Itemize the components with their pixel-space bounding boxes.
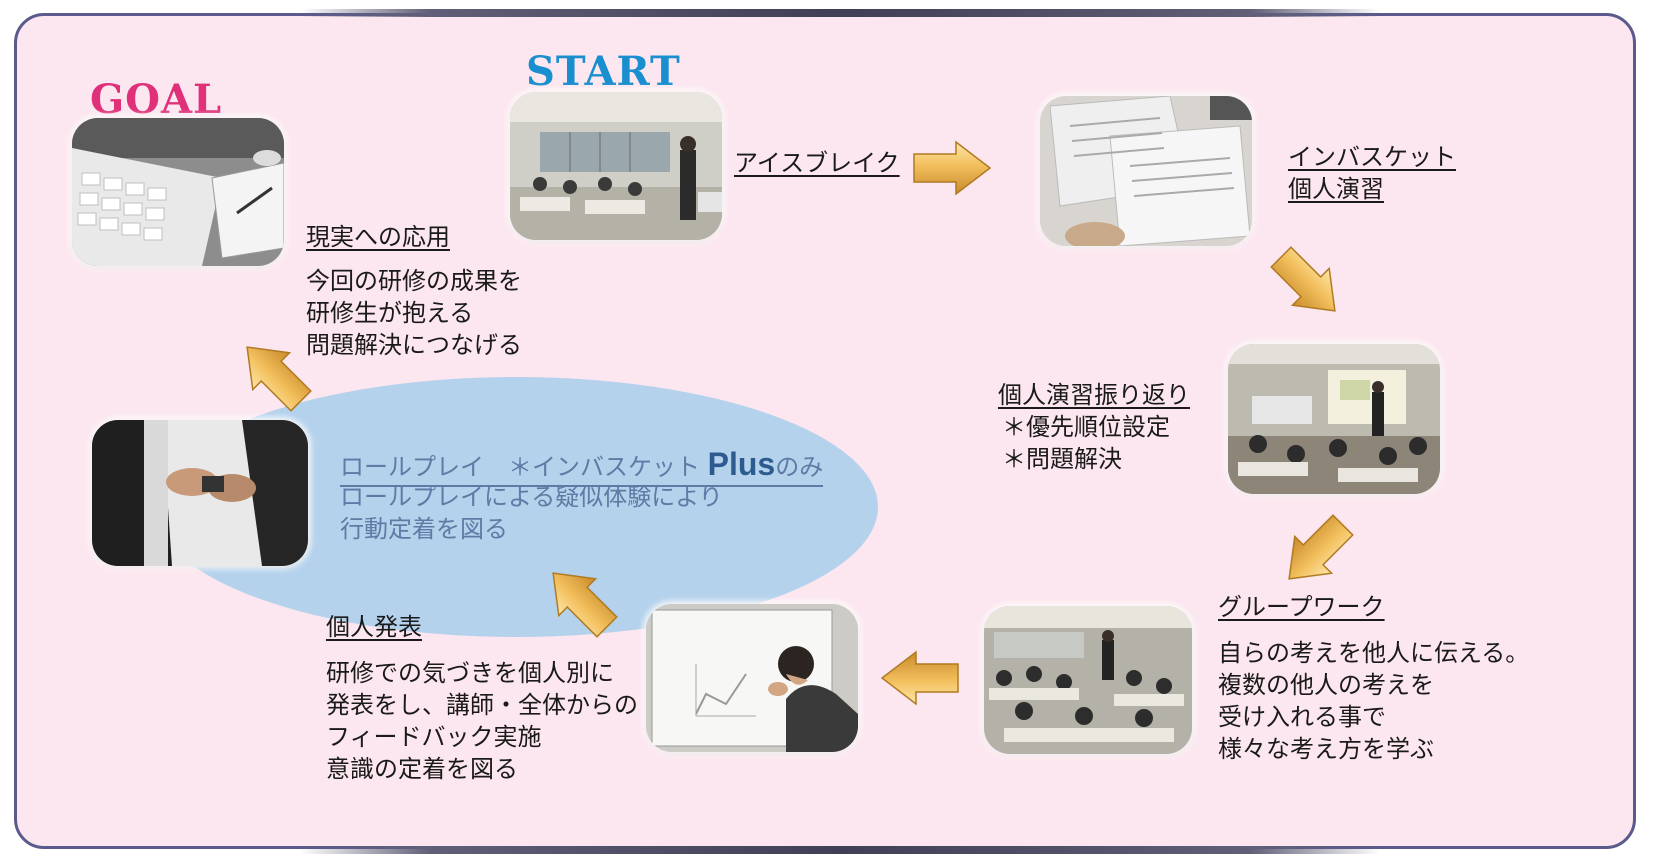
review-line2: ＊問題解決 [1002,442,1122,476]
application-line1: 今回の研修の成果を [306,264,522,298]
review-line1: ＊優先順位設定 [1002,410,1170,444]
documents-photo-icon [1040,96,1252,246]
roleplay-title-prefix: ロールプレイ ＊インバスケット [340,453,708,481]
top-decorative-bar [300,9,1380,17]
groupwork-line2: 複数の他人の考えを [1218,668,1434,702]
bottom-decorative-bar [300,846,1380,854]
roleplay-line1: ロールプレイによる疑似体験により [340,480,723,514]
presentation-line2: 発表をし、講師・全体からの [326,688,638,722]
start-label: START [526,48,681,95]
arrow-icon [880,650,960,706]
inbasket-title-line2: 個人演習 [1288,172,1384,206]
arrow-icon [912,140,992,196]
presentation-line3: フィードバック実施 [326,720,542,754]
groupwork-title: グループワーク [1218,590,1385,624]
groupwork-line4: 様々な考え方を学ぶ [1218,732,1434,766]
handshake-photo-icon [92,420,308,566]
groupwork-line1: 自らの考えを他人に伝える。 [1218,636,1529,670]
presentation-title: 個人発表 [326,610,422,644]
whiteboard-photo-icon [646,604,858,752]
roleplay-title-suffix: のみ [775,453,823,481]
review-title: 個人演習振り返り [998,378,1190,412]
presentation-line1: 研修での気づきを個人別に [326,656,614,690]
roleplay-title-plus: Plus [708,446,776,482]
start-classroom-photo-icon [510,92,722,240]
group-classroom-photo-icon [984,606,1192,754]
goal-keyboard-photo-icon [72,118,284,266]
groupwork-line3: 受け入れる事で [1218,700,1386,734]
lecture-photo-icon [1228,344,1440,494]
application-title: 現実への応用 [306,220,450,254]
application-line3: 問題解決につなげる [306,328,522,362]
presentation-line4: 意識の定着を図る [326,752,518,786]
roleplay-line2: 行動定着を図る [340,512,508,546]
application-line2: 研修生が抱える [306,296,473,330]
icebreak-title: アイスブレイク [734,146,900,180]
goal-label: GOAL [90,76,222,123]
inbasket-title-line1: インバスケット [1288,140,1456,174]
